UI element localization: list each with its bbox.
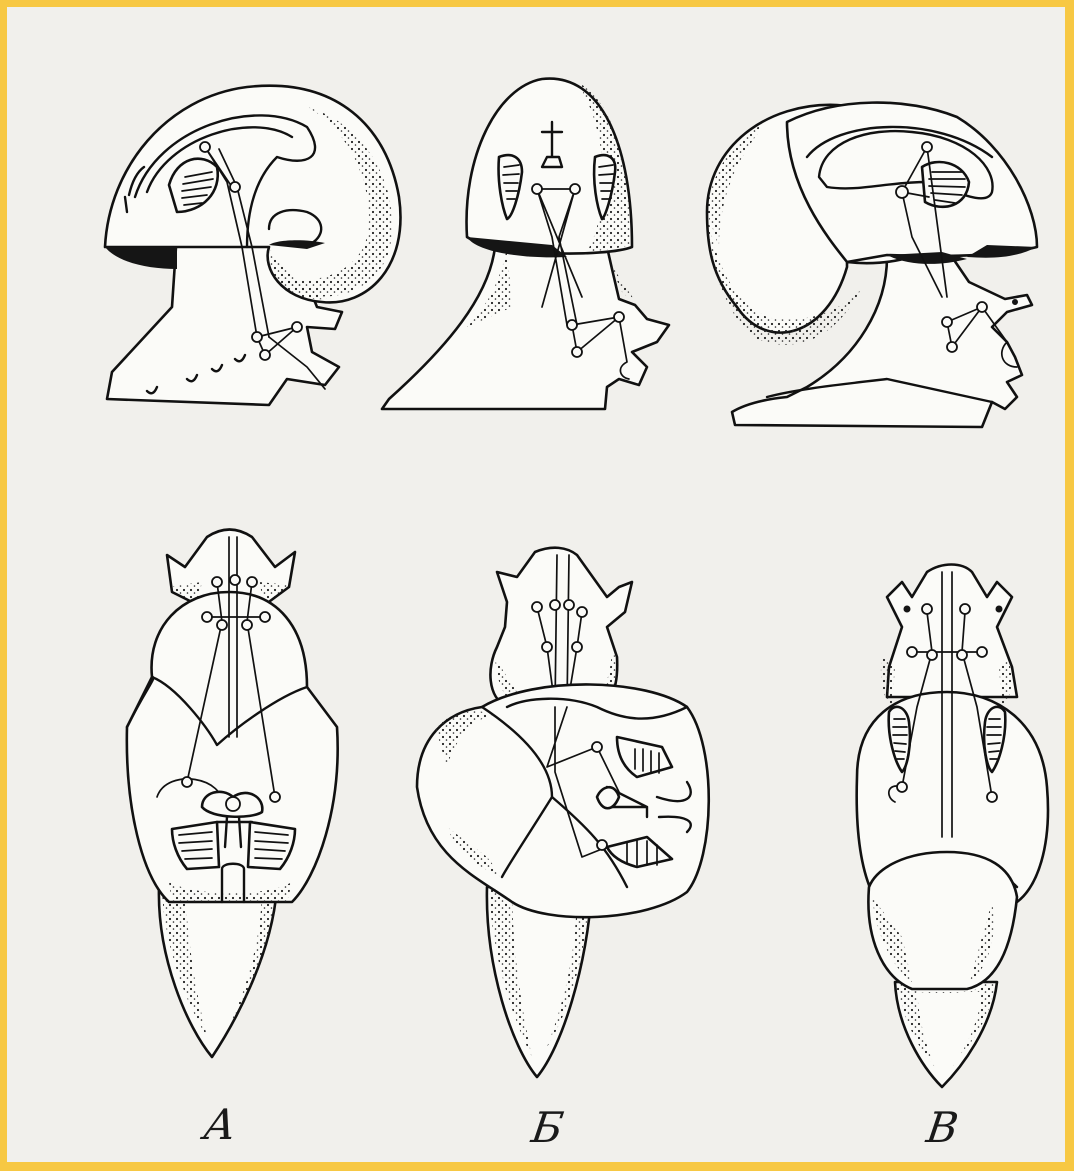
dorsal-view-b — [417, 548, 709, 1077]
figure-frame: A Б В — [7, 7, 1065, 1162]
side-view-a — [105, 86, 400, 405]
dorsal-view-a — [127, 530, 338, 1058]
dorsal-view-c — [857, 565, 1048, 1088]
side-view-c — [707, 103, 1037, 427]
foot-b — [382, 247, 669, 409]
side-view-b — [382, 79, 669, 409]
body-a — [127, 592, 338, 902]
snail-anatomy-diagram — [7, 7, 1065, 1162]
shell-c-lower — [868, 852, 1017, 989]
